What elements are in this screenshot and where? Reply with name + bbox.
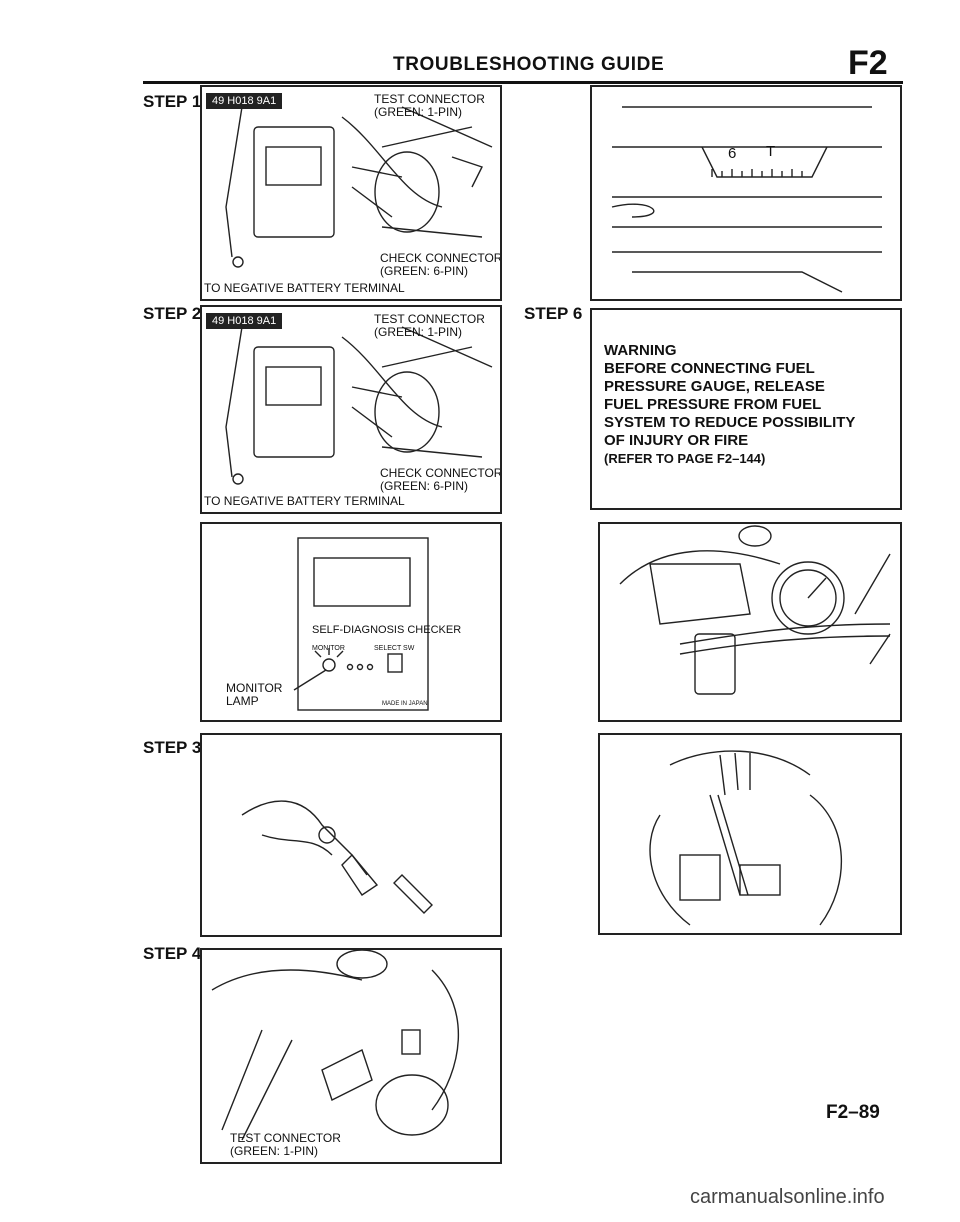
step-2-label: STEP 2: [143, 304, 202, 323]
warning-box: WARNING BEFORE CONNECTING FUEL PRESSURE …: [590, 308, 902, 510]
step-1-label: STEP 1: [143, 92, 202, 111]
page-title: TROUBLESHOOTING GUIDE: [393, 54, 665, 75]
engine-bay-illustration: [225, 326, 493, 485]
page-header: TROUBLESHOOTING GUIDE F2: [0, 44, 960, 84]
battery-terminal-label: TO NEGATIVE BATTERY TERMINAL: [204, 494, 405, 508]
fuel-pressure-gauge-illustration: [619, 525, 891, 695]
made-in-caption: MADE IN JAPAN: [382, 701, 428, 707]
step-4-label: STEP 4: [143, 944, 202, 963]
tool-number-tag: 49 H018 9A1: [206, 313, 283, 329]
warning-text: WARNING BEFORE CONNECTING FUEL PRESSURE …: [604, 342, 856, 466]
engine-bay-illustration: [225, 106, 493, 268]
checker-figure: SELF-DIAGNOSIS CHECKER MONITOR SELECT SW…: [200, 522, 502, 722]
hose-connection-figure: [598, 733, 902, 935]
battery-terminal-label: TO NEGATIVE BATTERY TERMINAL: [204, 281, 405, 295]
page-number: F2–89: [826, 1102, 880, 1123]
test-connector-label: TEST CONNECTOR(GREEN: 1-PIN): [374, 92, 485, 119]
hand-with-connector-illustration: [241, 800, 433, 914]
tool-number-tag: 49 H018 9A1: [206, 93, 283, 109]
checker-face-label: SELF-DIAGNOSIS CHECKER: [312, 624, 462, 636]
test-connector-label: TEST CONNECTOR(GREEN: 1-PIN): [230, 1131, 341, 1158]
section-code: F2: [848, 44, 888, 82]
step-2-figure: 49 H018 9A1 TEST CONNECTOR(GREEN: 1-PIN)…: [200, 305, 502, 514]
step-3-figure: [200, 733, 502, 937]
check-connector-label: CHECK CONNECTOR(GREEN: 6-PIN): [380, 251, 502, 278]
step-6-label: STEP 6: [524, 304, 583, 323]
step-4-figure: TEST CONNECTOR(GREEN: 1-PIN): [200, 948, 502, 1164]
test-connector-label: TEST CONNECTOR(GREEN: 1-PIN): [374, 312, 485, 339]
connector-location-illustration: [211, 950, 460, 1141]
header-rule: [143, 81, 903, 84]
warning-heading: WARNING: [604, 342, 677, 359]
hose-connection-illustration: [649, 750, 843, 926]
gauge-scale-illustration: [611, 106, 882, 293]
gauge-letter: T: [766, 143, 776, 160]
select-sw-caption: SELECT SW: [374, 645, 415, 652]
watermark-link[interactable]: carmanualsonline.info: [690, 1186, 885, 1208]
monitor-caption: MONITOR: [312, 645, 345, 652]
gauge-reading-figure: 6 T: [590, 85, 902, 301]
fuel-gauge-figure: [598, 522, 902, 722]
step-1-figure: 49 H018 9A1 TEST CONNECTOR(GREEN: 1-PIN)…: [200, 85, 502, 301]
warning-reference: (REFER TO PAGE F2–144): [604, 451, 766, 466]
step-3-label: STEP 3: [143, 738, 202, 757]
check-connector-label: CHECK CONNECTOR(GREEN: 6-PIN): [380, 466, 502, 493]
gauge-number: 6: [728, 145, 737, 162]
self-diagnosis-checker-illustration: [293, 537, 429, 711]
